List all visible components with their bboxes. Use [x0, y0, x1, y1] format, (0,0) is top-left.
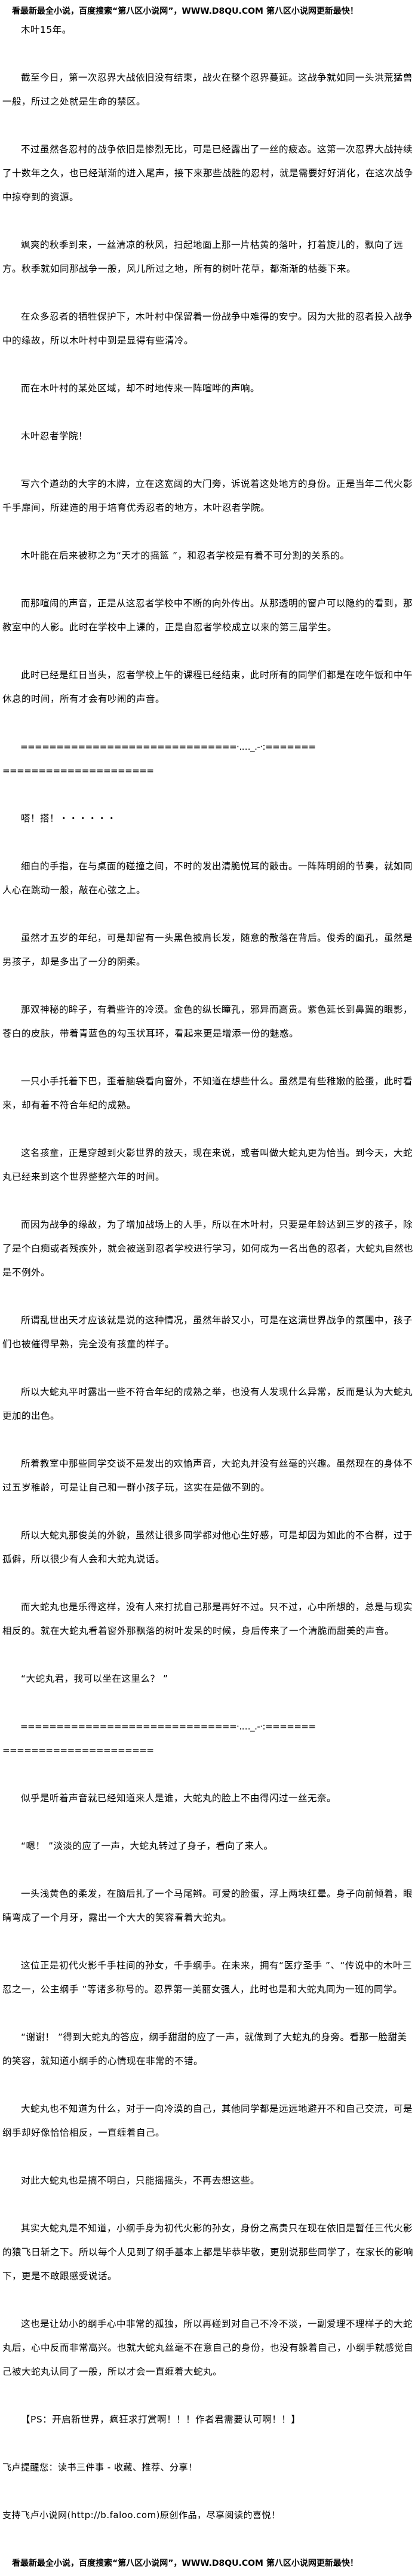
paragraph: 对此大蛇丸也是搞不明白，只能摇摇头，不再去想这些。	[21, 2175, 260, 2186]
paragraph: 大蛇丸也不知道为什么，对于一向冷漠的自己，其他同学都是远远地避开不和自己交流，可…	[2, 2103, 413, 2138]
paragraph: 所谓乱世出天才应该就是说的这种情况，虽然年龄又小，可是在这满世界战争的氛围中，孩…	[2, 1315, 413, 1350]
separator-line: ==============================·.…_.-·:==…	[20, 741, 316, 752]
paragraph: 在众多忍者的牺牲保护下，木叶村中保留着一份战争中难得的安宁。因为大批的忍者投入战…	[2, 311, 413, 346]
separator-line: ==============================·.…_.-·:==…	[20, 1721, 316, 1732]
paragraph: 木叶15年。	[21, 24, 72, 35]
paragraph: 细白的手指，在与桌面的碰撞之间，不时的发出清脆悦耳的敲击。一阵阵明朗的节奏，就如…	[2, 861, 413, 896]
paragraph: 木叶能在后来被称之为“天才的摇篮 ”，和忍者学校是有着不可分割的关系的。	[21, 550, 350, 561]
paragraph: 而因为战争的缘故，为了增加战场上的人手，所以在木叶村，只要是年龄达到三岁的孩子，…	[2, 1219, 414, 1278]
site-notice: 飞卢提醒您：读书三件事 - 收藏、推荐、分享！	[2, 2462, 198, 2473]
separator-line: =====================	[2, 765, 154, 776]
paragraph: 飒爽的秋季到来，一丝清凉的秋风，扫起地面上那一片枯黄的落叶，打着旋儿的，飘向了远…	[2, 240, 404, 274]
paragraph: 虽然才五岁的年纪，可是却留有一头黑色披肩长发，随意的散落在背后。俊秀的面孔，虽然…	[2, 933, 413, 967]
paragraph: 不过虽然各忍村的战争依旧是惨烈无比，可是已经露出了一丝的疲态。这第一次忍界大战持…	[2, 144, 414, 203]
separator-line: =====================	[2, 1745, 154, 1756]
paragraph: “大蛇丸君，我可以坐在这里么？ ”	[21, 1673, 168, 1684]
paragraph: 【PS：开启新世界，疯狂求打赏啊！！！作者君需要认可啊！！】	[21, 2414, 301, 2425]
chapter-content: 木叶15年。截至今日，第一次忍界大战依旧没有结束，战火在整个忍界蔓延。这战争就如…	[0, 18, 418, 2527]
paragraph: 而那喧闹的声音，正是从这忍者学校中不断的向外传出。从那透明的窗户可以隐约的看到，…	[2, 598, 413, 633]
paragraph: 一只小手托着下巴，歪着脑袋看向窗外，不知道在想些什么。虽然是有些稚嫩的脸蛋，此时…	[2, 1076, 413, 1111]
section-separator: ==============================·.…_.-·:==…	[2, 1715, 414, 1762]
paragraph: 所以大蛇丸平时露出一些不符合年纪的成熟之举，也没有人发现什么异常，反而是认为大蛇…	[2, 1387, 413, 1421]
paragraph: 嗒！搭！・・・・・・	[21, 813, 117, 824]
paragraph: 所着教室中那些同学交谈不是发出的欢愉声音，大蛇丸并没有丝毫的兴趣。虽然现在的身体…	[2, 1458, 413, 1493]
paragraph: 而在木叶村的某处区域，却不时地传来一阵喧哗的声响。	[21, 383, 260, 394]
paragraph: 木叶忍者学院！	[21, 431, 88, 441]
paragraph: 所以大蛇丸那俊美的外貌，虽然让很多同学都对他心生好感，可是却因为如此的不合群，过…	[2, 1530, 413, 1565]
paragraph: 截至今日，第一次忍界大战依旧没有结束，战火在整个忍界蔓延。这战争就如同一头洪荒猛…	[2, 72, 413, 107]
site-banner-bottom: 看最新最全小说，百度搜索“第八区小说网”，WWW.D8QU.COM 第八区小说网…	[12, 2559, 358, 2568]
paragraph: “嗯！ ”淡淡的应了一声，大蛇丸转过了身子，看向了来人。	[21, 1841, 273, 1851]
paragraph: 此时已经是红日当头，忍者学校上午的课程已经结束，此时所有的同学们都是在吃午饭和中…	[2, 670, 413, 704]
paragraph: 那双神秘的眸子，有着些许的冷漠。金色的纵长瞳孔，邪异而高贵。紫色延长到鼻翼的眼影…	[2, 1004, 413, 1039]
paragraph: 一头浅黄色的柔发，在脑后扎了一个马尾辫。可爱的脸蛋，浮上两块红晕。身子向前倾着，…	[2, 1888, 413, 1923]
paragraph: 这也是让幼小的纲手心中非常的孤独，所以再碰到对自己不冷不淡，一副爱理不理样子的大…	[2, 2319, 414, 2377]
paragraph: 似乎是听着声音就已经知道来人是谁，大蛇丸的脸上不由得闪过一丝无奈。	[21, 1793, 337, 1804]
paragraph: 这名孩童，正是穿越到火影世界的敖天，现在来说，或者叫做大蛇丸更为恰当。到今天，大…	[2, 1148, 413, 1182]
paragraph: “谢谢！ ”得到大蛇丸的答应，纲手甜甜的应了一声，就做到了大蛇丸的身旁。看那一脸…	[2, 2032, 407, 2066]
site-notice: 支持飞卢小说网(http://b.faloo.com)原创作品，尽享阅读的喜悦！	[2, 2510, 281, 2520]
paragraph: 写六个遒劲的大字的木牌，立在这宽阔的大门旁，诉说着这处地方的身份。正是当年二代火…	[2, 479, 413, 513]
paragraph: 而大蛇丸也是乐得这样，没有人来打扰自己那是再好不过。只不过，心中所想的，总是与现…	[2, 1602, 413, 1636]
paragraph: 其实大蛇丸是不知道，小纲手身为初代火影的孙女，身份之高贵只在现在依旧是暂任三代火…	[2, 2223, 414, 2281]
paragraph: 这位正是初代火影千手柱间的孙女，千手纲手。在未来，拥有“医疗圣手 ”、“传说中的…	[2, 1960, 413, 1995]
site-banner-top: 看最新最全小说，百度搜索“第八区小说网”，WWW.D8QU.COM 第八区小说网…	[12, 7, 358, 16]
section-separator: ==============================·.…_.-·:==…	[2, 735, 414, 783]
